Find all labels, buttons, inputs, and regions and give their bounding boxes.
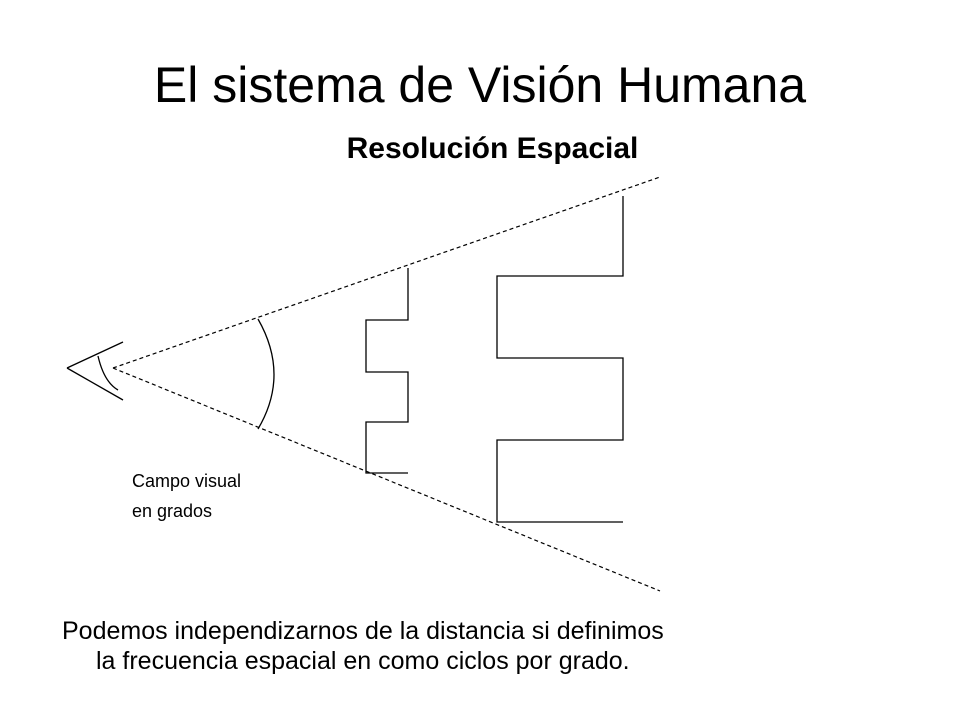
- explanation-line2: la frecuencia espacial en como ciclos po…: [96, 647, 630, 675]
- field-of-view-label: Campo visual en grados: [132, 466, 241, 526]
- lower-view-ray: [112, 367, 661, 592]
- eye-lens-arc: [97, 355, 119, 391]
- explanation-line1: Podemos independizarnos de la distancia …: [62, 617, 664, 645]
- slide-subtitle: Resolución Espacial: [346, 132, 639, 165]
- field-of-view-label-line2: en grados: [132, 501, 213, 521]
- eye-upper-line: [66, 341, 124, 369]
- eye-icon: [66, 341, 124, 401]
- near-grating-wave: [365, 268, 409, 474]
- slide-title: El sistema de Visión Humana: [153, 57, 807, 113]
- field-of-view-label-line1: Campo visual: [132, 471, 242, 491]
- far-grating-wave: [496, 196, 624, 523]
- eye-lower-line: [66, 367, 124, 401]
- visual-angle-arc: [257, 318, 275, 430]
- explanation-text: Podemos independizarnos de la distancia …: [62, 616, 922, 676]
- upper-view-ray: [112, 176, 661, 369]
